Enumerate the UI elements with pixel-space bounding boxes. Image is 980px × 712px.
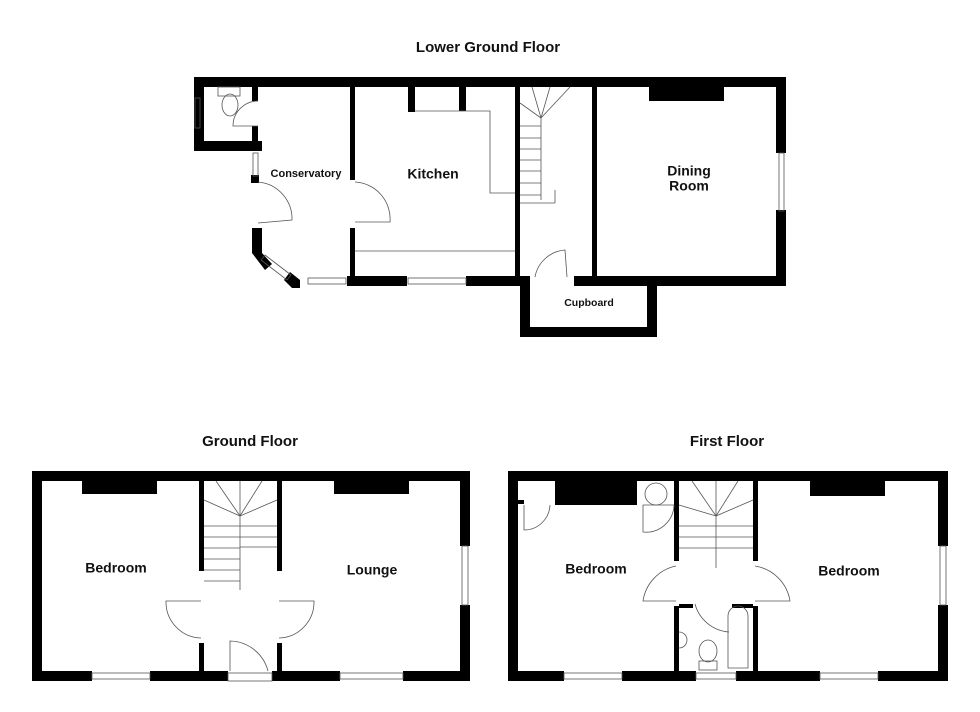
- lower-ground-floor-title: Lower Ground Floor: [415, 39, 561, 56]
- room-label-lounge: Lounge: [346, 561, 398, 578]
- room-label-bedroom-right: Bedroom: [818, 562, 880, 579]
- lower-ground-floor-plan: [194, 77, 786, 337]
- first-floor-title: First Floor: [689, 433, 765, 450]
- ground-floor-title: Ground Floor: [202, 433, 298, 450]
- room-label-cupboard: Cupboard: [564, 297, 614, 310]
- room-label-bedroom-left: Bedroom: [565, 560, 627, 577]
- room-label-kitchen: Kitchen: [407, 165, 459, 182]
- room-label-bedroom: Bedroom: [85, 559, 147, 576]
- ground-floor-plan: [32, 471, 470, 681]
- room-label-dining-room: Dining Room: [667, 162, 711, 194]
- room-label-conservatory: Conservatory: [270, 167, 342, 180]
- first-floor-plan: [508, 471, 948, 681]
